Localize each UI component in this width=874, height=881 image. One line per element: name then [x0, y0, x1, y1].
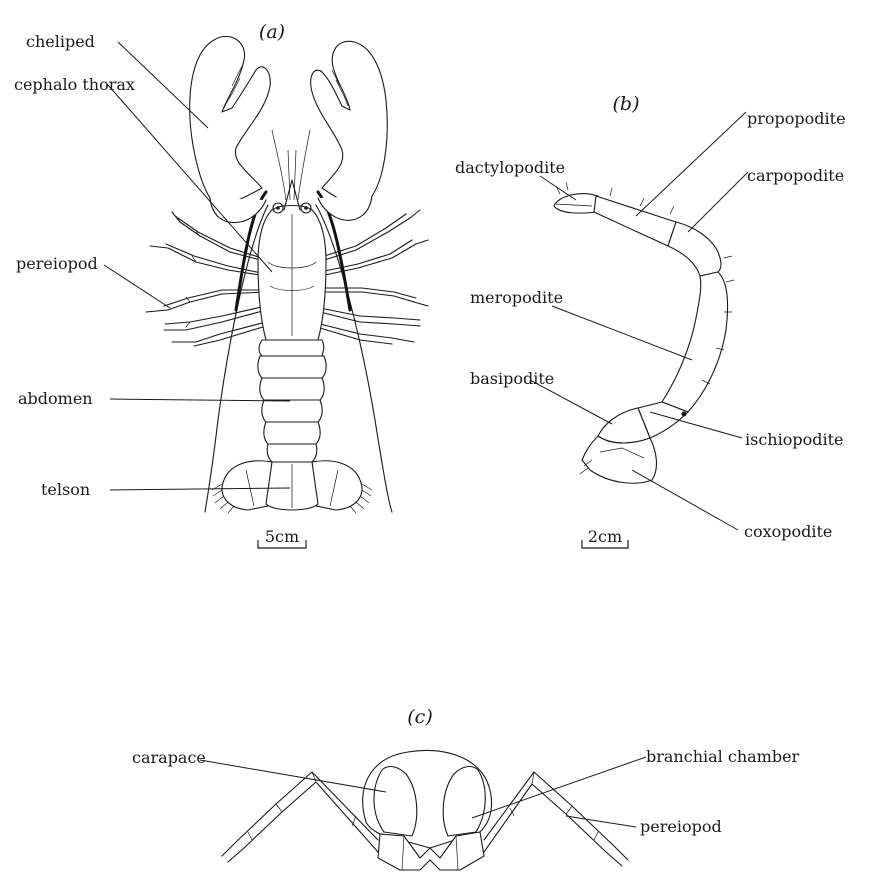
label-abdomen: abdomen [18, 389, 93, 408]
leader-branchial-chamber [472, 757, 646, 818]
label-cheliped: cheliped [26, 32, 95, 51]
label-carapace: carapace [132, 748, 206, 767]
joint-dot [682, 412, 687, 417]
leader-carapace [200, 760, 386, 792]
leader-coxopodite [632, 470, 738, 530]
label-ischiopodite: ischiopodite [745, 430, 843, 449]
cheliped-right [311, 41, 388, 204]
panel-b-label: (b) [613, 93, 640, 115]
label-coxopodite: coxopodite [744, 522, 832, 541]
leader-pereiopod-c [566, 816, 636, 827]
cheliped-left [190, 36, 271, 204]
leader-pereiopod-a [104, 265, 170, 308]
label-propopodite: propopodite [747, 109, 846, 128]
panel-b-pereiopod-drawing: (b) dactylopodite propopodite carpopodit… [455, 93, 846, 548]
leader-dactylopodite [540, 176, 576, 200]
label-pereiopod-c: pereiopod [640, 817, 722, 836]
scale-bar-a-label: 5cm [265, 527, 299, 546]
label-telson: telson [41, 480, 90, 499]
leader-carpopodite [688, 172, 748, 232]
label-pereiopod-a: pereiopod [16, 254, 98, 273]
cheliped-right-arm [318, 196, 372, 220]
propopodite [594, 196, 676, 246]
label-cephalothorax: cephalo thorax [14, 75, 135, 94]
panel-a-label: (a) [259, 21, 285, 43]
panel-c-label: (c) [407, 706, 432, 728]
label-basipodite: basipodite [470, 369, 554, 388]
dactylopodite [554, 194, 598, 214]
label-dactylopodite: dactylopodite [455, 158, 565, 177]
meropodite [662, 272, 728, 412]
panel-a-lobster-drawing: (a) [14, 21, 428, 548]
scale-bar-a: 5cm [258, 527, 306, 548]
coxopodite [582, 436, 656, 483]
carpopodite [668, 222, 721, 276]
scale-bar-b-label: 2cm [588, 527, 622, 546]
telson [212, 461, 372, 513]
leader-propopodite [636, 112, 746, 216]
scale-bar-b: 2cm [582, 527, 628, 548]
antennules [272, 130, 310, 200]
panel-c-cross-section-drawing: (c) carapace branchial chamber pereiopod [132, 706, 800, 870]
label-meropodite: meropodite [470, 288, 563, 307]
label-branchial-chamber: branchial chamber [646, 747, 800, 766]
label-carpopodite: carpopodite [747, 166, 844, 185]
leader-meropodite [552, 306, 692, 360]
